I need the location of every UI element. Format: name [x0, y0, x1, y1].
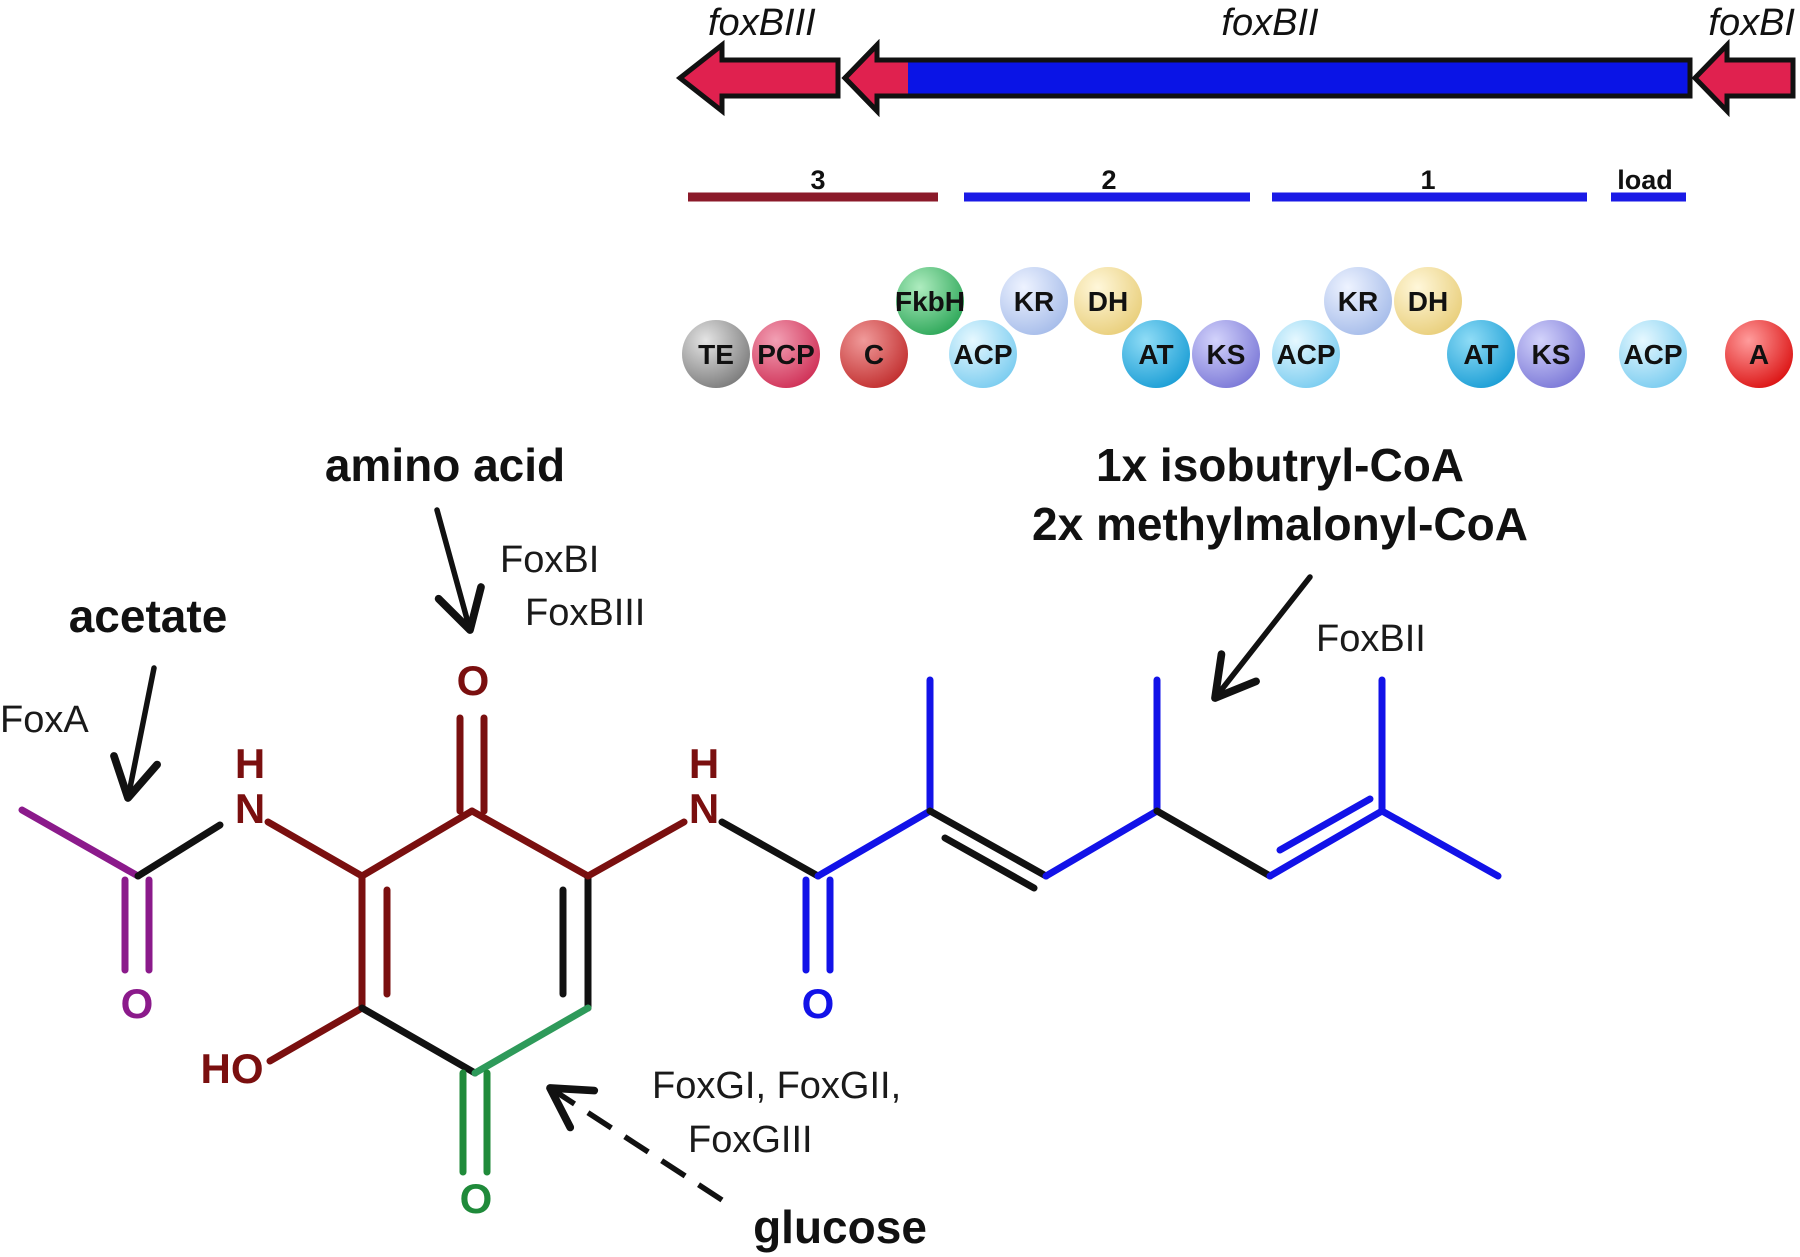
gene-label-foxBII: foxBII: [1221, 2, 1319, 44]
domain-a-load: A: [1725, 320, 1793, 388]
svg-text:AT: AT: [1138, 339, 1173, 370]
gene-foxBII-blue-segment: [908, 60, 1690, 96]
arrow-acetate: [110, 665, 161, 802]
svg-text:A: A: [1749, 339, 1769, 370]
enzyme-foxG-line1: FoxGI, FoxGII,: [652, 1065, 901, 1107]
bond-chain-5: [1266, 807, 1386, 880]
bond-c6-oh: [266, 1004, 366, 1065]
bond-chain-2-inner: [941, 834, 1038, 892]
svg-text:KR: KR: [1014, 286, 1054, 317]
bond-ring-c1-c2: [358, 807, 476, 880]
svg-text:C: C: [864, 339, 884, 370]
svg-text:PCP: PCP: [757, 339, 815, 370]
module-label-3: 3: [810, 165, 825, 195]
atom-nh2-n: N: [689, 785, 719, 832]
module-label-2: 2: [1101, 165, 1116, 195]
domain-pcp: PCP: [752, 320, 820, 388]
domain-acp-module2: ACP: [949, 320, 1017, 388]
domain-ks-module2: KS: [1192, 320, 1260, 388]
atom-nh2-h: H: [689, 740, 719, 787]
domain-acp-load: ACP: [1619, 320, 1687, 388]
precursor-acetate: acetate: [69, 590, 228, 642]
svg-text:KS: KS: [1532, 339, 1571, 370]
bond-chain-3: [1042, 807, 1161, 880]
atom-nh1-h: H: [235, 740, 265, 787]
domain-dh-module2: DH: [1074, 267, 1142, 335]
domain-at-module1: AT: [1447, 320, 1515, 388]
gene-arrow-foxBIII: [675, 39, 841, 117]
bond-n2-amide-c: [718, 818, 822, 880]
arrow-polyketide: [1211, 574, 1313, 702]
module-label-load: load: [1617, 165, 1673, 195]
domain-ks-module1: KS: [1517, 320, 1585, 388]
svg-text:ACP: ACP: [1623, 339, 1682, 370]
bond-ring-c6-c5: [358, 1004, 479, 1077]
precursor-glucose: glucose: [753, 1201, 927, 1253]
domain-c: C: [840, 320, 908, 388]
domain-circles: TE PCP C FkbH ACP KR DH AT: [682, 267, 1793, 388]
svg-text:TE: TE: [698, 339, 734, 370]
bond-acetyl-c-n: [134, 821, 224, 880]
svg-text:AT: AT: [1463, 339, 1498, 370]
precursor-isobutyryl-coa: 1x isobutryl-CoA: [1096, 439, 1464, 491]
atom-nh1-n: N: [235, 785, 265, 832]
gene-cluster: foxBIII foxBII foxBI: [675, 2, 1796, 118]
domain-fkbh: FkbH: [895, 267, 965, 335]
svg-text:FkbH: FkbH: [895, 286, 965, 317]
atom-o-top: O: [457, 657, 490, 704]
atom-o-green: O: [460, 1175, 493, 1222]
svg-text:KS: KS: [1207, 339, 1246, 370]
module-label-1: 1: [1420, 165, 1435, 195]
enzyme-foxA: FoxA: [0, 699, 89, 741]
atom-o-amide: O: [802, 980, 835, 1027]
domain-dh-module1: DH: [1394, 267, 1462, 335]
bond-chain-5-inner: [1276, 795, 1374, 854]
svg-text:ACP: ACP: [1276, 339, 1335, 370]
arrow-glucose-dashed: [546, 1084, 724, 1203]
enzyme-foxBI: FoxBI: [500, 539, 599, 581]
gene-arrow-foxBI: [1691, 38, 1796, 118]
precursor-methylmalonyl-coa: 2x methylmalonyl-CoA: [1032, 498, 1528, 550]
enzyme-foxBII: FoxBII: [1316, 618, 1426, 660]
atom-ho: HO: [201, 1045, 264, 1092]
domain-kr-module1: KR: [1324, 267, 1392, 335]
domain-acp-module1: ACP: [1272, 320, 1340, 388]
bond-ring-c2-c3: [468, 807, 592, 880]
bond-ring-n2: [584, 818, 688, 880]
enzyme-foxBIII: FoxBIII: [525, 592, 645, 634]
svg-text:DH: DH: [1408, 286, 1448, 317]
module-bars: 3 2 1 load: [688, 165, 1686, 202]
foxicin-structure: O H N O HO O H N: [18, 657, 1502, 1222]
bond-chain-1: [814, 807, 934, 880]
arrow-amino-acid: [434, 507, 485, 634]
svg-text:ACP: ACP: [953, 339, 1012, 370]
bond-chain-4: [1153, 807, 1274, 880]
domain-kr-module2: KR: [1000, 267, 1068, 335]
bond-n1-ring: [264, 818, 366, 880]
gene-label-foxBI: foxBI: [1708, 2, 1795, 44]
precursor-amino-acid: amino acid: [325, 439, 565, 491]
bond-ring-c4-c5: [471, 1004, 592, 1077]
domain-te: TE: [682, 320, 750, 388]
gene-label-foxBIII: foxBIII: [708, 2, 816, 44]
svg-text:KR: KR: [1338, 286, 1378, 317]
enzyme-foxG-line2: FoxGIII: [688, 1119, 813, 1161]
precursor-annotations: amino acid acetate 1x isobutryl-CoA 2x m…: [0, 439, 1528, 1253]
bond-chain-2: [926, 807, 1050, 880]
bond-chain-6: [1378, 807, 1502, 880]
svg-text:DH: DH: [1088, 286, 1128, 317]
bond-acetyl-methyl: [18, 806, 142, 880]
domain-at-module2: AT: [1122, 320, 1190, 388]
atom-o-acetyl: O: [121, 980, 154, 1027]
